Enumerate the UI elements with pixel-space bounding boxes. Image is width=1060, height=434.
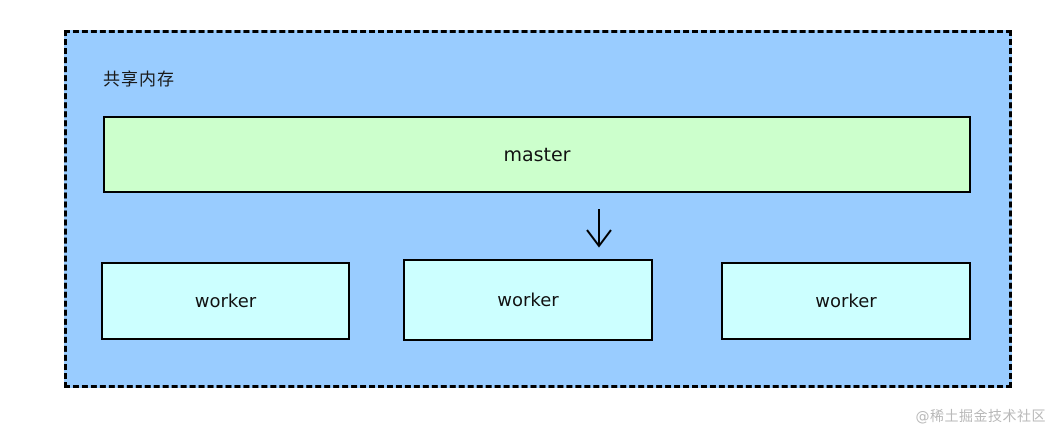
worker-node: worker bbox=[721, 262, 971, 340]
master-node: master bbox=[103, 116, 971, 193]
worker-node: worker bbox=[403, 259, 653, 341]
shared-memory-label: 共享内存 bbox=[103, 70, 175, 90]
worker-node-label: worker bbox=[194, 290, 257, 312]
worker-node-label: worker bbox=[815, 290, 877, 312]
worker-row: worker worker worker bbox=[67, 33, 1009, 385]
worker-node-label: worker bbox=[497, 289, 559, 311]
worker-node: worker bbox=[101, 262, 350, 340]
shared-memory-container: 共享内存 master worker worker worker bbox=[64, 30, 1012, 388]
watermark: @稀土掘金技术社区 bbox=[915, 409, 1046, 425]
master-node-label: master bbox=[503, 143, 571, 166]
down-arrow-icon bbox=[569, 208, 629, 248]
